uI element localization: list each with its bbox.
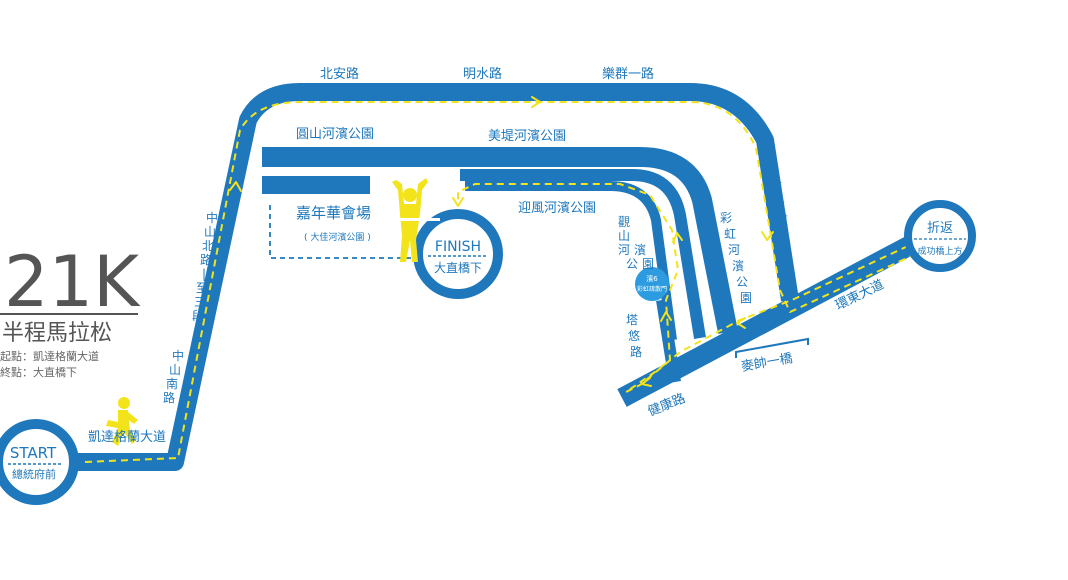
running-route [84, 96, 921, 463]
start-marker: START 總統府前 [0, 419, 79, 505]
label-guanshan: 觀 山 河 濱 公 園 [618, 215, 654, 271]
label-zhongshan-north: 中 山 北 路 | 至 三 段 [192, 210, 218, 323]
label-caihong: 彩 虹 河 濱 公 園 [720, 211, 752, 305]
arrow-up-guanshan [672, 232, 683, 243]
char-td-3: 道 [776, 213, 788, 227]
char-gs-2: 河 [618, 243, 630, 257]
label-jiankang: 健康路 [646, 390, 688, 419]
turnaround-label: 折返 [927, 221, 953, 236]
char-ty-0: 塔 [626, 313, 638, 327]
runner-start-icon [106, 397, 138, 446]
char-zn-5: 至 [196, 281, 208, 295]
finish-sublabel: 大直橋下 [434, 261, 482, 275]
char-gs-3: 濱 [634, 243, 646, 257]
gate-line2: 彩虹疏散門 [637, 285, 667, 293]
char-zn-4: | [202, 267, 206, 281]
road-yuanshan-upper [262, 147, 738, 334]
char-ty-2: 路 [630, 344, 642, 359]
arrow-south [761, 231, 774, 241]
runner-finish-icon [380, 178, 440, 262]
label-ketagalan: 凱達格蘭大道 [88, 429, 166, 445]
finish-label: FINISH [435, 239, 481, 255]
venue-name: 嘉年華會場 [296, 204, 371, 222]
title-block: 21K 半程馬拉松 起點：凱達格蘭大道 終點：大直橋下 [0, 241, 141, 379]
char-ch-5: 園 [740, 291, 752, 305]
label-tayou: 塔 悠 路 [626, 313, 642, 359]
label-mingshui: 明水路 [463, 66, 502, 82]
title-name: 半程馬拉松 [2, 321, 112, 346]
title-distance: 21K [4, 241, 141, 323]
char-zs-3: 路 [163, 390, 175, 405]
char-zn-7: 段 [192, 308, 204, 323]
arrow-west-return [736, 317, 746, 329]
char-zs-2: 南 [166, 376, 178, 391]
char-td-0: 堤 [767, 165, 779, 179]
venue-label: 嘉年華會場 ( 大佳河濱公園 ) [296, 204, 371, 243]
label-yingfeng: 迎風河濱公園 [518, 201, 596, 216]
char-zs-1: 山 [169, 363, 181, 377]
char-ch-4: 公 [736, 275, 748, 289]
road-guanshan [465, 181, 677, 341]
label-zhongshan-south: 中 山 南 路 [163, 348, 184, 405]
start-sublabel: 總統府前 [12, 467, 56, 481]
label-tiding: 堤 頂 大 道 [767, 165, 788, 227]
char-zn-2: 北 [202, 239, 214, 253]
road-labels: 凱達格蘭大道 中 山 南 路 中 山 北 路 | 至 三 段 北安路 明水路 樂… [88, 66, 887, 445]
venue-dashed-path [269, 205, 420, 259]
char-ch-2: 河 [728, 243, 740, 257]
char-ty-1: 悠 [628, 328, 640, 343]
char-zn-0: 中 [206, 210, 218, 225]
char-ch-0: 彩 [720, 211, 732, 225]
char-gs-1: 山 [618, 229, 630, 243]
gate-marker: 濱6 彩虹疏散門 [635, 267, 669, 301]
arrow-west-jiankang [641, 377, 652, 387]
title-start-line: 起點：凱達格蘭大道 [0, 349, 99, 363]
char-td-1: 頂 [770, 181, 782, 195]
finish-marker: FINISH 大直橋下 [413, 209, 503, 299]
char-td-2: 大 [773, 197, 785, 211]
arrow-up-tayou [660, 311, 672, 322]
road-yingfeng [460, 169, 706, 339]
char-gs-0: 觀 [618, 215, 630, 229]
char-ch-3: 濱 [732, 259, 744, 273]
route-outbound [84, 101, 921, 463]
gate-line1: 濱6 [646, 274, 658, 283]
char-zs-0: 中 [172, 348, 184, 363]
venue-sub: ( 大佳河濱公園 ) [304, 231, 371, 243]
maishuai-bridge-bracket [735, 337, 809, 358]
label-meiti: 美堤河濱公園 [488, 129, 566, 144]
label-lequn: 樂群一路 [602, 66, 654, 82]
road-huandong [617, 223, 940, 407]
label-yuanshan: 圓山河濱公園 [296, 127, 374, 142]
char-gs-5: 園 [642, 257, 654, 271]
label-beian: 北安路 [320, 66, 359, 82]
route-return [457, 183, 909, 393]
char-zn-1: 山 [204, 225, 216, 239]
arrow-north [229, 181, 242, 192]
char-zn-6: 三 [194, 295, 206, 309]
arrow-east [531, 96, 541, 108]
char-gs-4: 公 [626, 257, 638, 271]
start-label: START [10, 444, 57, 462]
turnaround-sublabel: 成功橋上方 [917, 245, 962, 257]
char-ch-1: 虹 [724, 227, 736, 241]
label-maishuai: 麥帥一橋 [740, 350, 794, 375]
char-zn-3: 路 [200, 252, 212, 267]
turnaround-marker: 折返 成功橋上方 [904, 200, 976, 272]
title-end-line: 終點：大直橋下 [0, 365, 77, 379]
arrow-down-finish [452, 197, 464, 207]
road-main-loop [40, 83, 799, 471]
